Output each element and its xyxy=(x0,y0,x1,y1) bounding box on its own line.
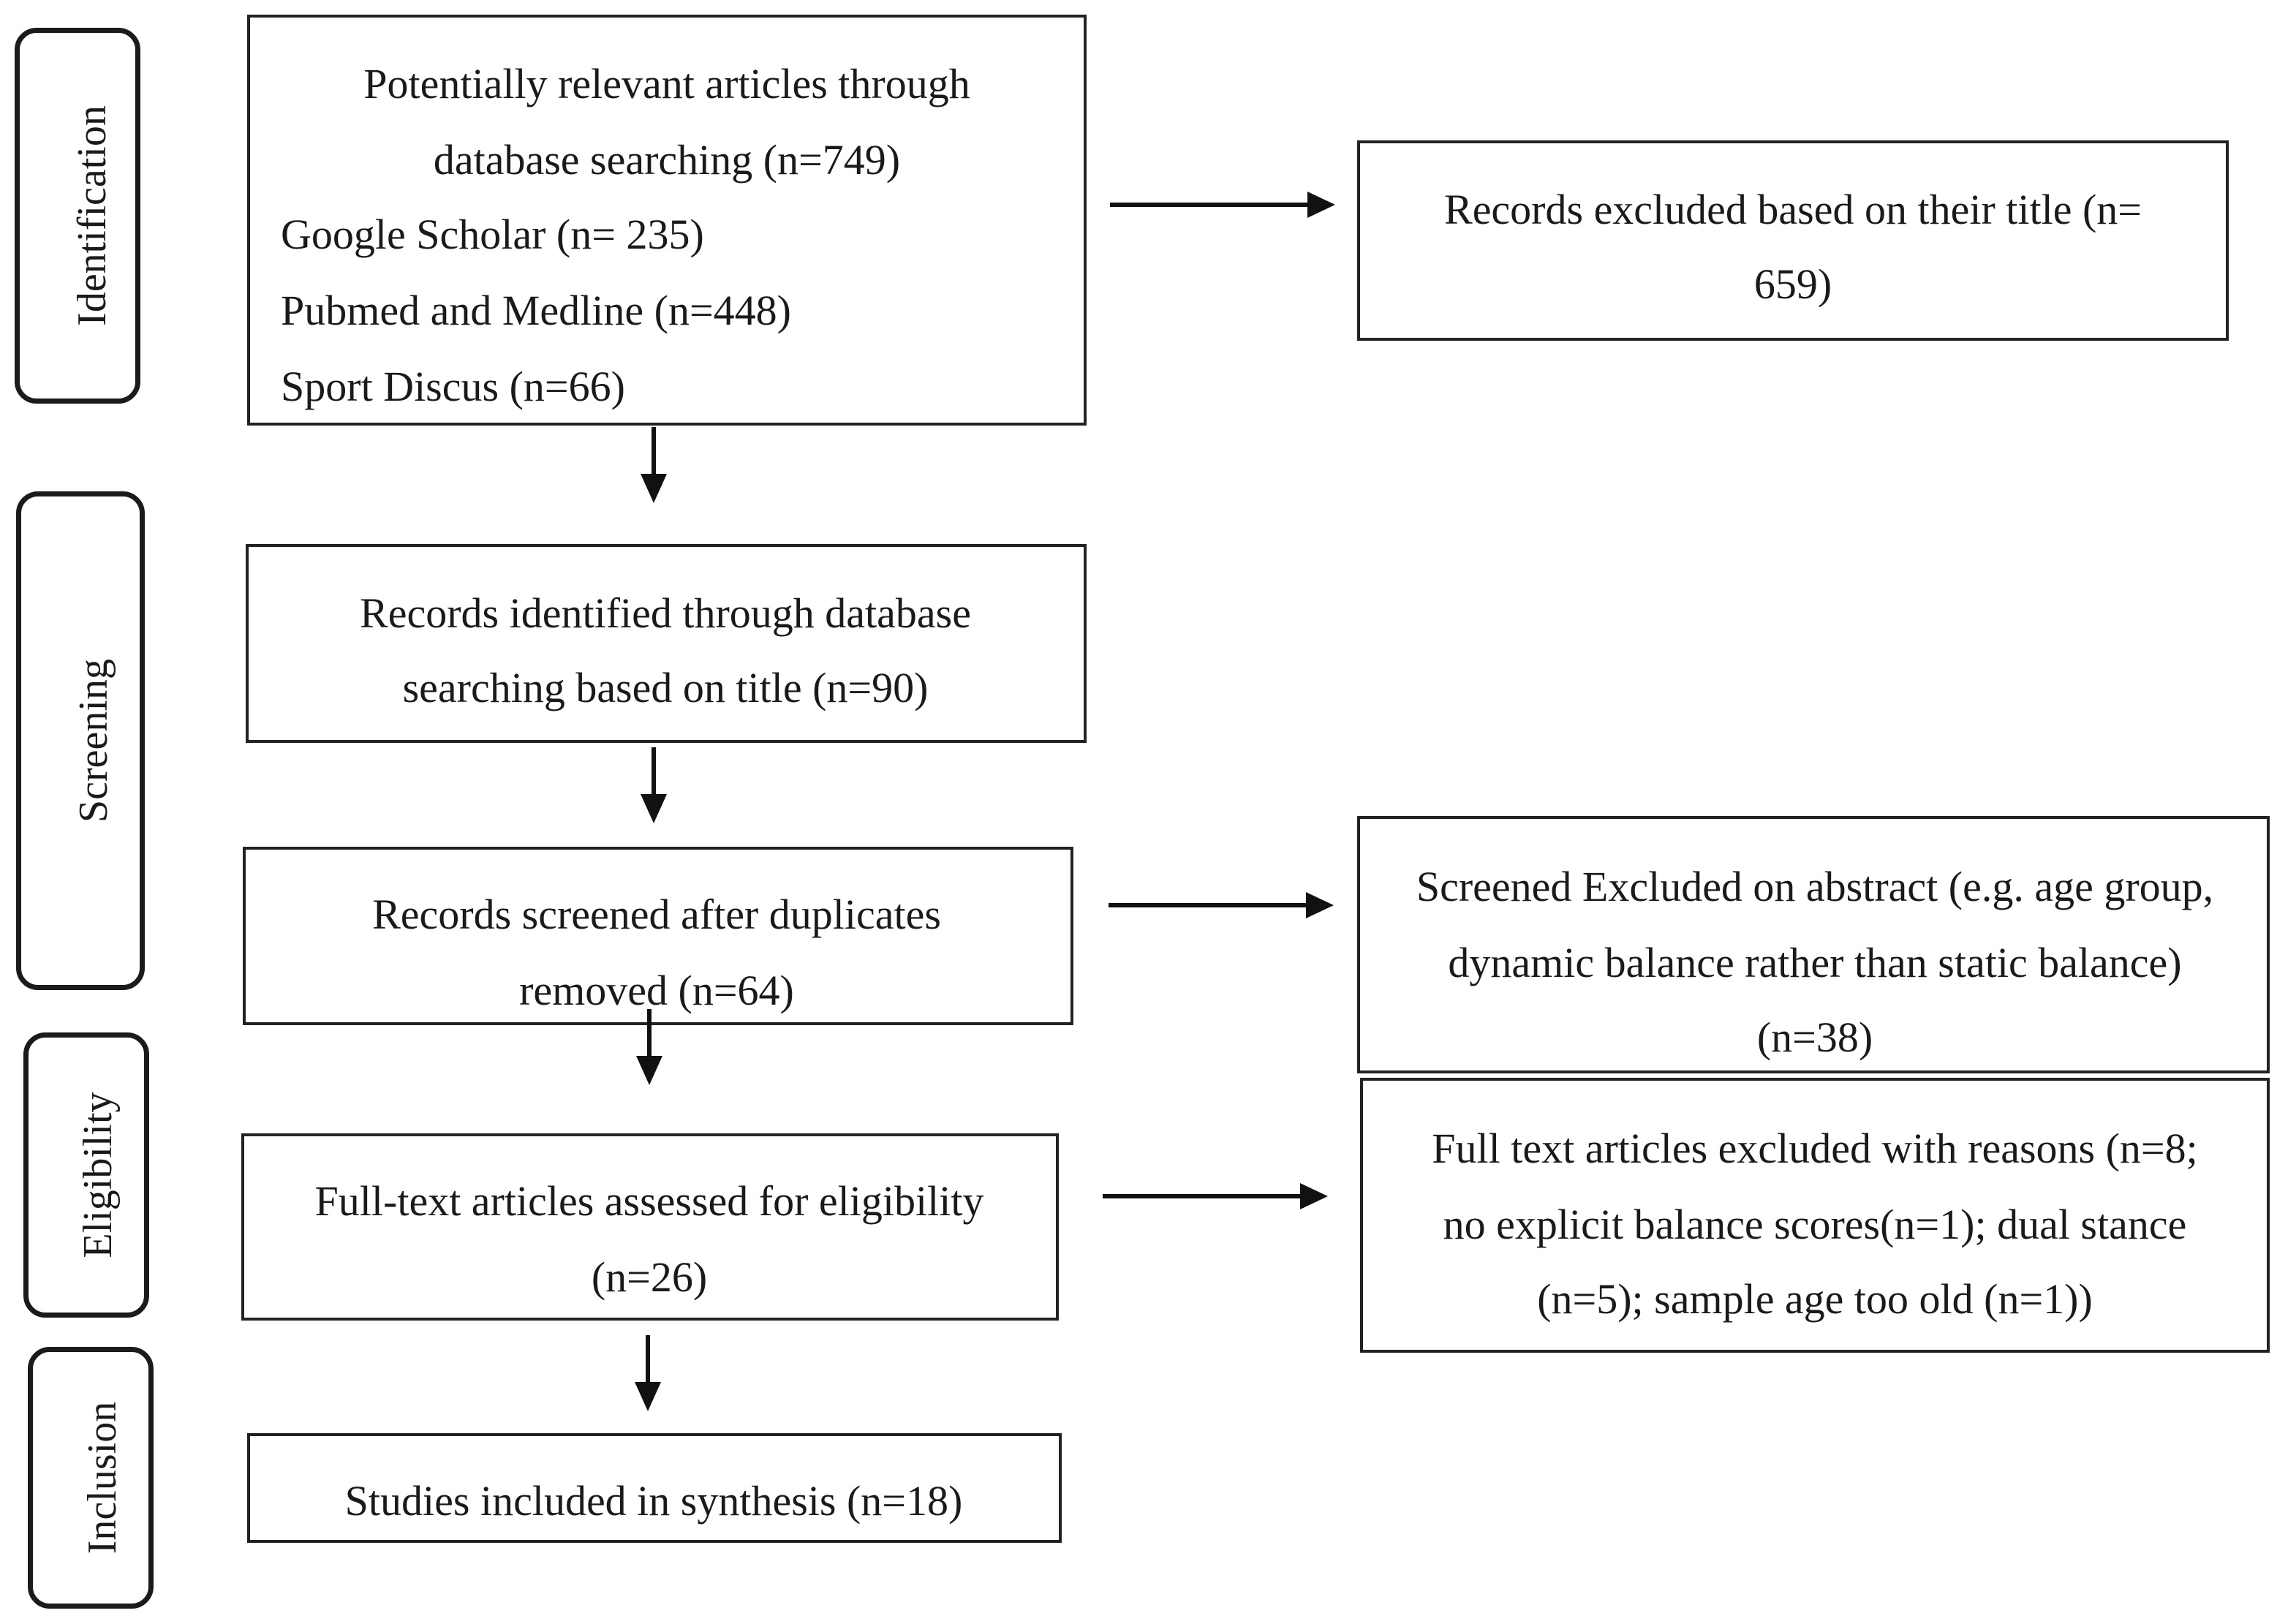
included-line1: Studies included in synthesis (n=18) xyxy=(344,1477,963,1525)
identified-line1: Potentially relevant articles through xyxy=(363,60,970,107)
arrowhead-screened xyxy=(641,794,667,823)
excluded-fulltext-line3: (n=5); sample age too old (n=1)) xyxy=(1537,1275,2093,1323)
arrowhead-excluded-fulltext xyxy=(1300,1183,1328,1209)
excluded-abstract-line2: dynamic balance rather than static balan… xyxy=(1448,939,2182,986)
phase-eligibility xyxy=(23,1032,149,1318)
excluded-fulltext-line1: Full text articles excluded with reasons… xyxy=(1432,1125,2198,1172)
arrowhead-fulltext xyxy=(636,1056,662,1085)
arrowhead-included xyxy=(635,1382,661,1411)
screened-line2: removed (n=64) xyxy=(519,967,794,1014)
box-excluded-abstract xyxy=(1357,816,2270,1073)
excluded-title-line1: Records excluded based on their title (n… xyxy=(1444,186,2142,233)
box-fulltext xyxy=(241,1133,1059,1321)
excluded-abstract-line3: (n=38) xyxy=(1756,1013,1873,1061)
identified-line5: Sport Discus (n=66) xyxy=(281,363,625,410)
excluded-title-line2: 659) xyxy=(1753,260,1832,308)
fulltext-line2: (n=26) xyxy=(591,1253,708,1301)
records-title-line1: Records identified through database xyxy=(360,589,971,637)
phase-identification xyxy=(15,28,140,404)
identified-line3: Google Scholar (n= 235) xyxy=(281,211,704,258)
screened-line1: Records screened after duplicates xyxy=(372,891,941,938)
arrowhead-excluded-abstract xyxy=(1306,892,1334,918)
identified-line4: Pubmed and Medline (n=448) xyxy=(281,287,791,334)
phase-screening xyxy=(16,491,145,990)
identified-line2: database searching (n=749) xyxy=(433,136,901,184)
phase-inclusion xyxy=(28,1347,154,1609)
arrowhead-excluded-title xyxy=(1307,192,1335,218)
box-screened xyxy=(243,847,1073,1025)
excluded-abstract-line1: Screened Excluded on abstract (e.g. age … xyxy=(1416,863,2214,910)
box-excluded-title xyxy=(1357,140,2229,341)
box-identified xyxy=(247,15,1087,426)
arrowhead-records-title xyxy=(641,474,667,503)
box-records-title xyxy=(246,544,1087,743)
records-title-line2: searching based on title (n=90) xyxy=(402,664,929,711)
excluded-fulltext-line2: no explicit balance scores(n=1); dual st… xyxy=(1443,1201,2187,1248)
box-excluded-fulltext xyxy=(1360,1078,2270,1353)
fulltext-line1: Full-text articles assessed for eligibil… xyxy=(314,1177,984,1225)
box-included xyxy=(247,1433,1062,1543)
